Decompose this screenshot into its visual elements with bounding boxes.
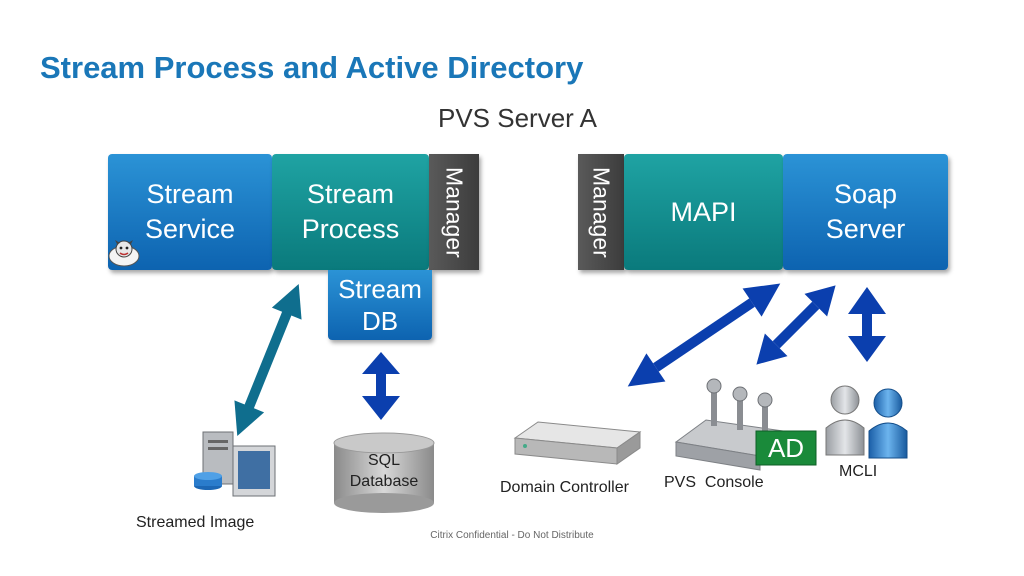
server-label: PVS Server A bbox=[438, 103, 597, 133]
streamed-image-label: Streamed Image bbox=[136, 514, 255, 531]
soap-server-line1: Soap bbox=[833, 179, 898, 209]
stream-service-box: Stream Service bbox=[108, 154, 272, 270]
bulldog-mascot-icon bbox=[108, 240, 140, 267]
stream-db-box: Stream DB bbox=[328, 270, 432, 340]
arrow-soap-mcli bbox=[848, 287, 886, 362]
sql-database-label: SQL Database bbox=[334, 450, 434, 492]
arrow-db-sql bbox=[362, 352, 400, 420]
stream-service-line2: Service bbox=[144, 214, 236, 244]
mcli-users-icon bbox=[825, 385, 908, 459]
sql-database-icon bbox=[333, 432, 435, 513]
arrow-mapi-domain-controller bbox=[627, 283, 781, 387]
domain-controller-icon bbox=[513, 421, 642, 465]
pvs-console-label: PVS Console bbox=[664, 474, 764, 491]
sql-label-line2: Database bbox=[349, 473, 419, 490]
mcli-label: MCLI bbox=[839, 463, 878, 480]
slide-title: Stream Process and Active Directory bbox=[40, 50, 584, 85]
stream-db-line2: DB bbox=[361, 306, 399, 336]
arrow-soap-console bbox=[756, 285, 836, 365]
stream-db-line1: Stream bbox=[338, 274, 422, 304]
manager-left-label: Manager bbox=[441, 166, 468, 258]
soap-server-box: Soap Server bbox=[783, 154, 948, 270]
arrow-stream-service-image bbox=[234, 283, 302, 437]
mapi-label: MAPI bbox=[670, 196, 737, 227]
mapi-box: MAPI bbox=[624, 154, 783, 270]
domain-controller-label: Domain Controller bbox=[500, 479, 629, 496]
stream-process-line1: Stream bbox=[306, 179, 394, 209]
stream-process-box: Stream Process bbox=[272, 154, 429, 270]
ad-badge: AD bbox=[767, 433, 805, 463]
stream-service-line1: Stream bbox=[146, 179, 234, 209]
sql-label-line1: SQL bbox=[367, 452, 400, 469]
pvs-console-icon bbox=[674, 378, 817, 471]
manager-right-box: Manager bbox=[578, 154, 624, 270]
manager-right-label: Manager bbox=[588, 166, 615, 258]
manager-left-box: Manager bbox=[429, 154, 479, 270]
stream-process-line2: Process bbox=[301, 214, 400, 244]
footer-confidential: Citrix Confidential - Do Not Distribute bbox=[430, 530, 594, 541]
soap-server-line2: Server bbox=[825, 214, 906, 244]
computer-icon bbox=[194, 431, 276, 497]
